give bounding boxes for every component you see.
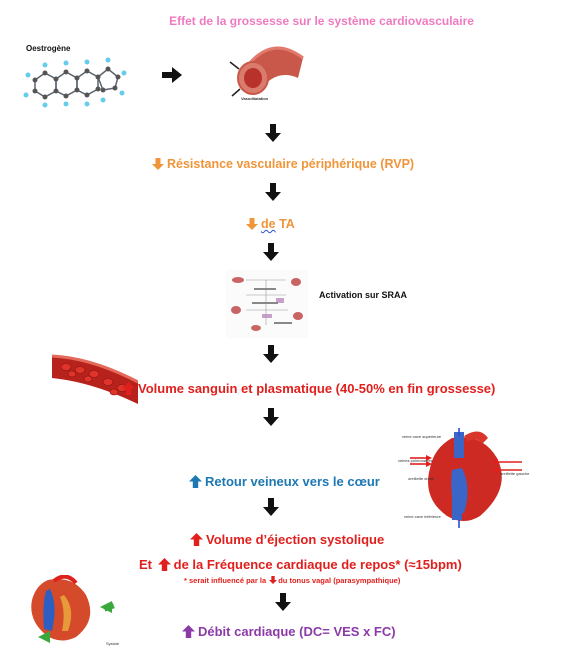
ejection-step: Volume d’éjection systolique — [190, 532, 384, 547]
vasodilatation-image — [229, 46, 304, 97]
red-up-arrow-icon — [158, 558, 171, 571]
note-post-text: du tonus vagal (parasympathique) — [278, 576, 401, 585]
ejection-text: Volume d’éjection systolique — [206, 532, 385, 547]
down-arrow-2-icon — [265, 183, 281, 201]
down-arrow-5-icon — [263, 408, 279, 426]
diagram-title: Effet de la grossesse sur le système car… — [169, 14, 474, 28]
blue-up-arrow-icon — [189, 475, 202, 488]
heart-label-vcs: veine cave supérieure — [402, 434, 442, 439]
orange-down-arrow-icon — [246, 218, 258, 230]
purple-up-arrow-icon — [182, 625, 195, 638]
rvp-text: Résistance vasculaire périphérique (RVP) — [167, 157, 415, 171]
volume-text: Volume sanguin et plasmatique (40-50% en… — [138, 381, 496, 396]
ta-step: de TA — [246, 217, 295, 231]
vasodilatation-label: Vasodilatation — [241, 96, 269, 101]
rvp-step: Résistance vasculaire périphérique (RVP) — [152, 157, 414, 171]
sraa-label: Activation sur SRAA — [319, 290, 408, 300]
red-down-arrow-icon — [269, 576, 277, 584]
red-up-arrow-icon — [190, 533, 203, 546]
oestrogen-molecule-image — [23, 57, 127, 108]
frequence-step: Et de la Fréquence cardiaque de repos* (… — [139, 557, 462, 572]
down-arrow-6-icon — [263, 498, 279, 516]
freq-rest-text: de la Fréquence cardiaque de repos* (≈15… — [173, 557, 462, 572]
heart-diagram-image — [410, 428, 522, 528]
retour-text: Retour veineux vers le cœur — [205, 474, 380, 489]
note-pre-text: * serait influencé par la — [184, 576, 267, 585]
debit-step: Débit cardiaque (DC= VES x FC) — [182, 624, 396, 639]
heart-systole-image — [31, 575, 115, 643]
sraa-diagram-image — [226, 270, 308, 338]
down-arrow-4-icon — [263, 345, 279, 363]
retour-step: Retour veineux vers le cœur — [189, 474, 380, 489]
red-up-arrow-icon — [122, 382, 135, 395]
heart-label-oreillette-g: oreillette gauche — [500, 471, 530, 476]
volume-step: Volume sanguin et plasmatique (40-50% en… — [122, 381, 495, 396]
ta-text: TA — [279, 217, 295, 231]
right-arrow-icon — [162, 67, 182, 83]
vagal-note: * serait influencé par la du tonus vagal… — [184, 576, 400, 585]
down-arrow-1-icon — [265, 124, 281, 142]
systole-label: Systole — [106, 641, 120, 646]
blood-vessel-image — [52, 354, 138, 404]
freq-et-text: Et — [139, 557, 152, 572]
heart-label-veines-pulm: veines pulmonaires — [398, 458, 433, 463]
orange-down-arrow-icon — [152, 158, 164, 170]
heart-label-vci: veine cave inférieure — [404, 514, 441, 519]
debit-text: Débit cardiaque (DC= VES x FC) — [198, 624, 396, 639]
ta-de-text: de — [261, 217, 276, 231]
down-arrow-3-icon — [263, 243, 279, 261]
oestrogen-label: Oestrogène — [26, 44, 71, 53]
heart-label-oreillette-d: oreillette droite — [408, 476, 435, 481]
down-arrow-7-icon — [275, 593, 291, 611]
